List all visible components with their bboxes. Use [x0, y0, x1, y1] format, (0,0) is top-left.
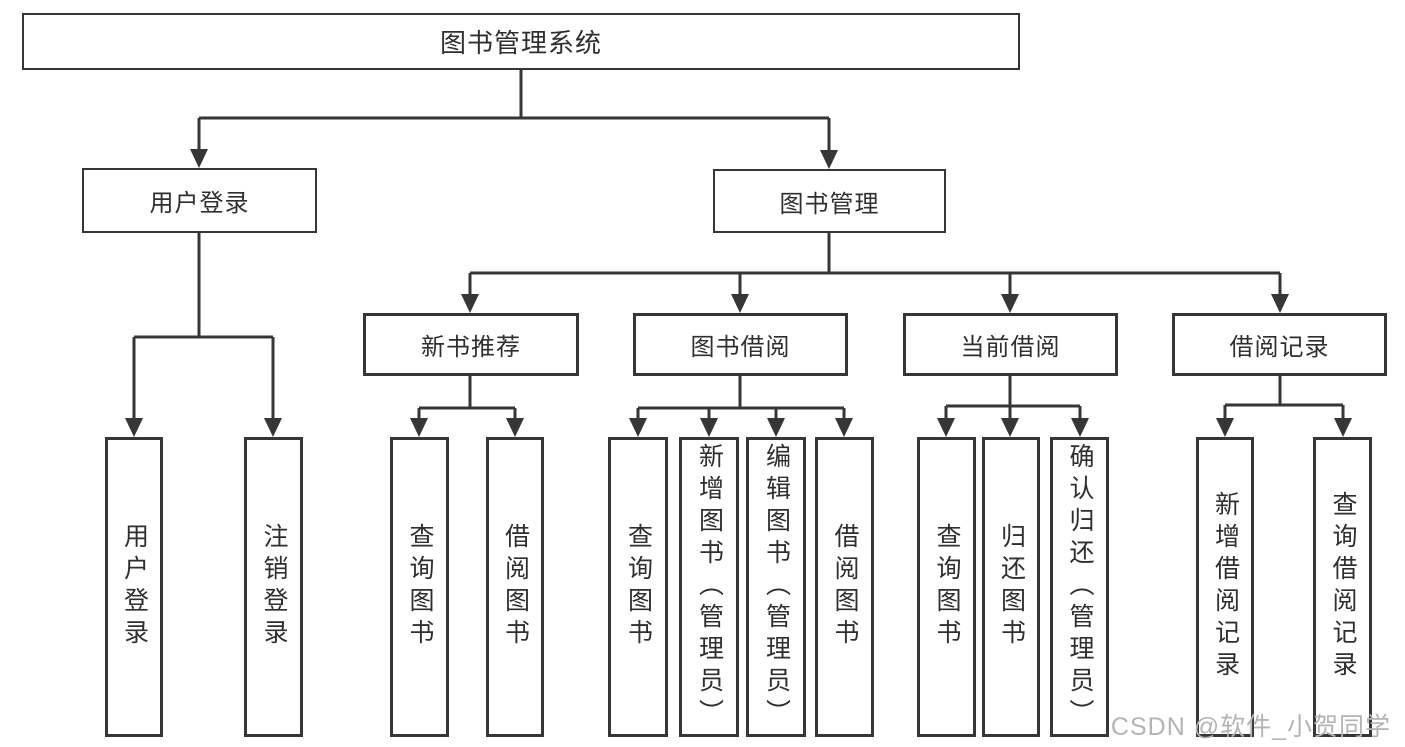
leaf-label: 新增借阅记录: [1211, 491, 1240, 683]
node-book-borrowing: 图书借阅: [633, 313, 848, 376]
leaf-add-book-admin: 新增图书（管理员）: [679, 437, 739, 737]
node-root: 图书管理系统: [22, 13, 1020, 70]
leaf-label: 归还图书: [997, 523, 1026, 651]
leaf-label: 编辑图书（管理员）: [762, 443, 791, 731]
node-current-borrowing: 当前借阅: [903, 313, 1118, 376]
leaf-label: 确认归还（管理员）: [1066, 443, 1094, 731]
leaf-label: 查询图书: [624, 523, 653, 651]
leaf-label: 注销登录: [260, 523, 288, 651]
leaf-label: 新增图书（管理员）: [695, 443, 724, 731]
leaf-add-borrow-record: 新增借阅记录: [1196, 437, 1254, 737]
leaf-query-books-borrowing: 查询图书: [608, 437, 668, 737]
leaf-label: 借阅图书: [501, 523, 530, 651]
leaf-label: 用户登录: [120, 523, 149, 651]
node-new-book-recommendation: 新书推荐: [363, 313, 579, 376]
leaf-label: 查询借阅记录: [1329, 491, 1357, 683]
node-book-management: 图书管理: [713, 169, 946, 233]
leaf-query-books-current: 查询图书: [917, 437, 976, 737]
leaf-label: 查询图书: [406, 523, 434, 651]
node-user-login: 用户登录: [82, 168, 317, 233]
node-borrowing-records: 借阅记录: [1172, 313, 1387, 376]
leaf-label: 查询图书: [933, 523, 961, 651]
leaf-return-books: 归还图书: [982, 437, 1040, 737]
leaf-label: 借阅图书: [831, 523, 859, 651]
leaf-borrow-books-borrowing: 借阅图书: [815, 437, 874, 737]
leaf-confirm-return-admin: 确认归还（管理员）: [1050, 437, 1109, 737]
connector-stems: [132, 70, 1345, 421]
leaf-query-books-recommend: 查询图书: [390, 437, 449, 737]
leaf-edit-book-admin: 编辑图书（管理员）: [746, 437, 806, 737]
leaf-logout: 注销登录: [244, 437, 303, 737]
watermark: CSDN @软件_小贺同学: [1110, 713, 1391, 741]
leaf-borrow-books-recommend: 借阅图书: [486, 437, 544, 737]
leaf-query-borrow-record: 查询借阅记录: [1313, 437, 1372, 737]
leaf-user-login: 用户登录: [105, 437, 163, 737]
